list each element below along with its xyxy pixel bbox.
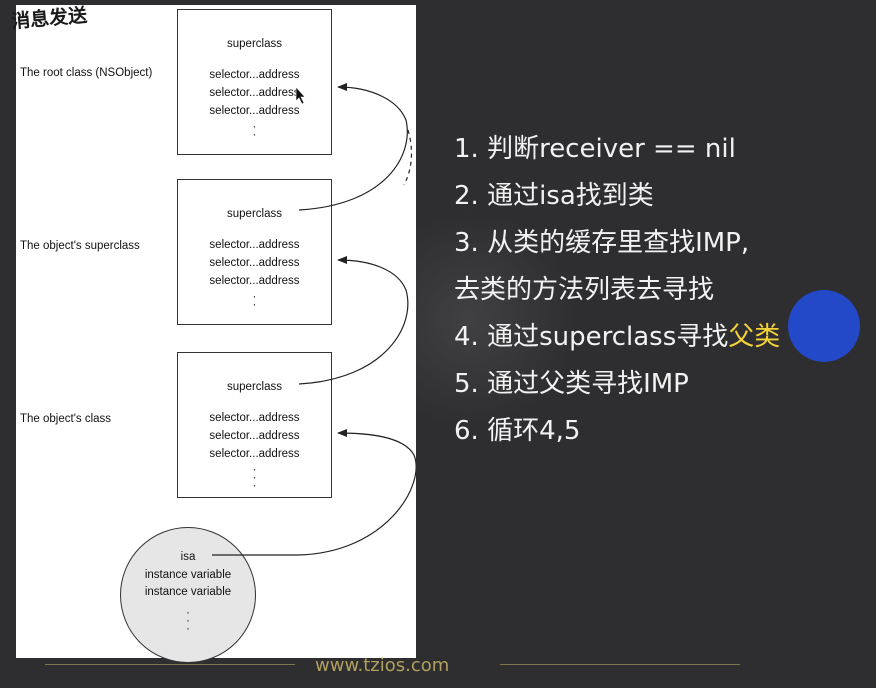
footer-divider-right <box>500 664 740 665</box>
step-3-continued: 去类的方法列表去寻找 <box>454 275 715 305</box>
step-4-text: 4. 通过superclass寻找 <box>454 322 729 352</box>
method-entry: selector...address <box>209 412 300 424</box>
superclass-field: superclass <box>227 38 282 50</box>
superclass-label: The object's superclass <box>20 240 140 252</box>
diagram-panel: The root class (NSObject) superclass sel… <box>10 4 416 663</box>
ellipsis-dots: · · · <box>252 462 257 492</box>
ellipsis-dots: · · · <box>186 605 190 635</box>
root-class-box: superclass selector...address selector..… <box>177 9 332 155</box>
superclass-field: superclass <box>227 381 282 393</box>
ellipsis-dots: · · <box>252 119 257 141</box>
isa-field: isa <box>180 551 196 563</box>
method-entry: selector...address <box>209 275 300 287</box>
instance-object: isa instance variable instance variable … <box>120 527 256 663</box>
connector-arrows <box>212 83 416 556</box>
superclass-arrow <box>298 256 409 385</box>
isa-arrow <box>212 429 416 556</box>
method-entry: selector...address <box>209 105 300 117</box>
object-class-label: The object's class <box>20 413 112 425</box>
step-4: 4. 通过superclass寻找父类 <box>454 316 780 353</box>
pointer-marker <box>788 290 860 362</box>
method-entry: selector...address <box>209 87 300 99</box>
method-entry: selector...address <box>209 430 300 442</box>
method-entry: selector...address <box>209 257 300 269</box>
footer-url: www.tzios.com <box>315 655 450 676</box>
step-2: 2. 通过isa找到类 <box>454 181 654 211</box>
superclass-arrow <box>298 83 408 211</box>
root-class-label: The root class (NSObject) <box>20 67 153 79</box>
superclass-box: superclass selector...address selector..… <box>177 179 332 325</box>
method-entry: selector...address <box>209 239 300 251</box>
mouse-cursor <box>295 86 306 105</box>
method-entry: selector...address <box>209 69 300 81</box>
step-1: 1. 判断receiver == nil <box>454 134 736 164</box>
nil-arrow <box>403 129 413 186</box>
ellipsis-dots: · · <box>252 289 257 311</box>
object-class-box: superclass selector...address selector..… <box>177 352 332 498</box>
instance-variable: instance variable <box>144 586 232 598</box>
instance-variable: instance variable <box>144 569 232 581</box>
step-5: 5. 通过父类寻找IMP <box>454 369 689 399</box>
footer-divider-left <box>45 664 295 665</box>
step-4-highlight: 父类 <box>728 322 781 352</box>
step-3: 3. 从类的缓存里查找IMP, <box>454 228 750 258</box>
superclass-field: superclass <box>227 208 282 220</box>
step-6: 6. 循环4,5 <box>454 416 581 446</box>
method-entry: selector...address <box>209 448 300 460</box>
